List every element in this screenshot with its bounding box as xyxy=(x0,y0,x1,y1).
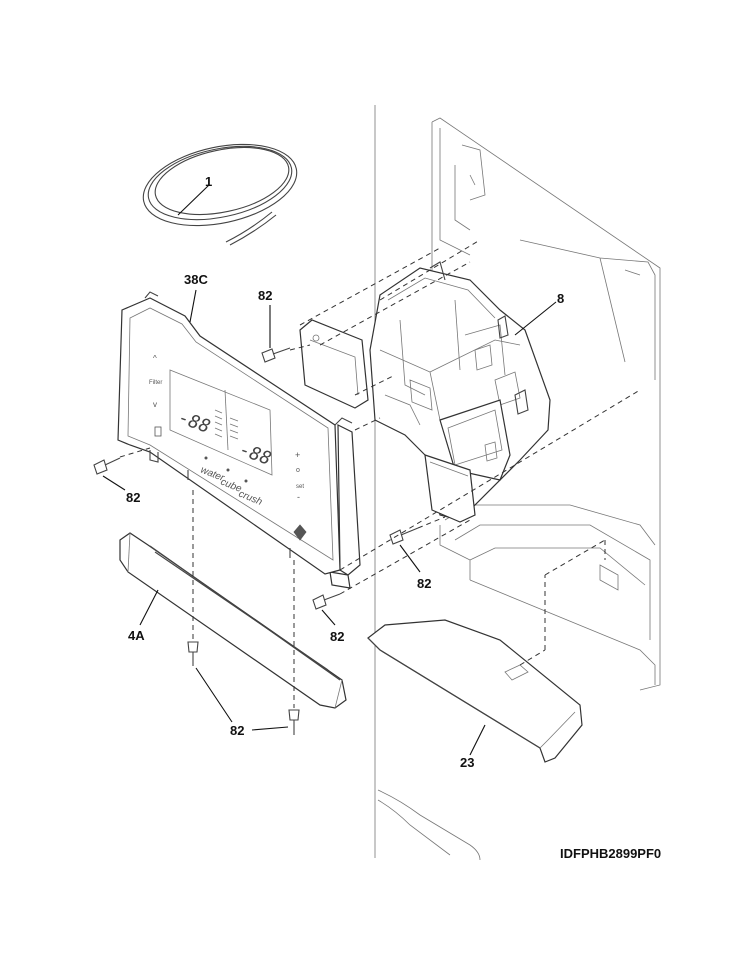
callout-screw-top: 82 xyxy=(258,288,272,303)
svg-text:set: set xyxy=(296,484,304,490)
svg-text:^: ^ xyxy=(153,354,157,363)
callout-housing: 8 xyxy=(557,291,564,306)
svg-text:o: o xyxy=(296,467,300,474)
callout-screw-right: 82 xyxy=(330,629,344,644)
water-tubing-coil[interactable] xyxy=(136,132,304,246)
screw-right[interactable] xyxy=(312,593,341,610)
callout-screw-bottom: 82 xyxy=(230,723,244,738)
svg-text:Filter: Filter xyxy=(149,380,162,386)
drip-tray[interactable] xyxy=(367,619,583,763)
diagram-code: IDFPHB2899PF0 xyxy=(560,846,661,861)
dispenser-housing[interactable] xyxy=(299,261,551,523)
control-panel[interactable]: ^ Filter v + o set - -88 -88 water cube … xyxy=(117,291,361,589)
screw-top[interactable] xyxy=(261,347,291,363)
screw-mid[interactable] xyxy=(389,527,419,545)
callout-tubing: 1 xyxy=(205,174,212,189)
assembly-guide-lines xyxy=(119,239,641,708)
screw-bottom-b[interactable] xyxy=(288,709,300,735)
callout-drip-tray: 23 xyxy=(460,755,474,770)
screw-bottom-a[interactable] xyxy=(187,641,199,666)
svg-text:v: v xyxy=(153,400,157,409)
callout-trim: 4A xyxy=(128,628,145,643)
svg-text:+: + xyxy=(295,450,300,460)
callout-panel: 38C xyxy=(184,272,208,287)
screw-left[interactable] xyxy=(93,457,121,475)
callout-screw-mid: 82 xyxy=(417,576,431,591)
callout-screw-left: 82 xyxy=(126,490,140,505)
trim-strip[interactable] xyxy=(119,532,347,709)
svg-text:-: - xyxy=(297,492,300,502)
refrigerator-cabinet xyxy=(374,105,661,861)
